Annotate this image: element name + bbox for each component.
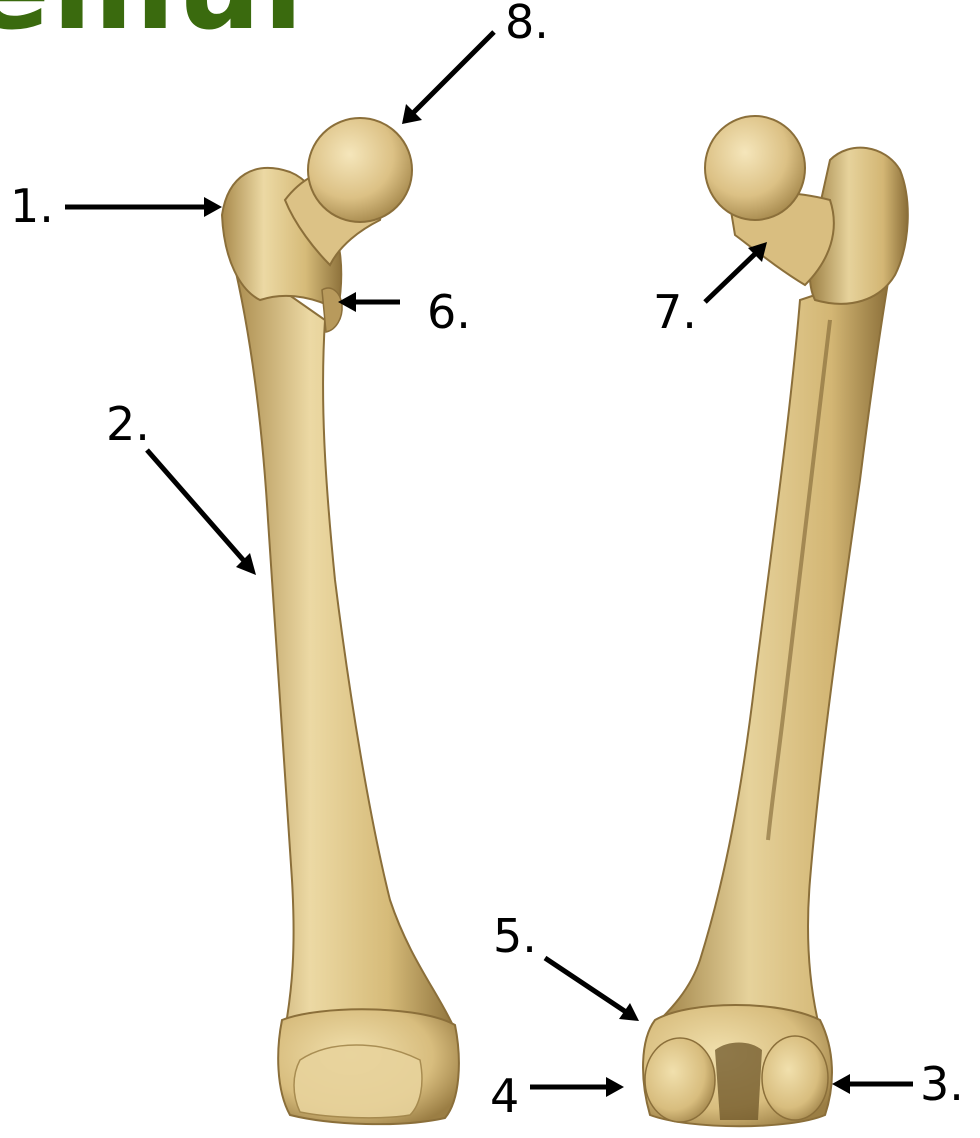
femur-anterior-head [308,118,412,222]
femur-anterior-shaft [232,255,455,1030]
femur-posterior-head [705,116,805,220]
label-8: 8. [505,0,549,49]
label-7: 7. [653,285,697,339]
femur-posterior [643,116,908,1126]
label-4: 4 [490,1069,519,1123]
femur-posterior-shaft [655,270,890,1030]
label-5: 5. [493,909,537,963]
label-3: 3. [920,1057,964,1111]
label-1-pointer [65,197,222,217]
label-8-pointer [402,32,494,124]
femur-posterior-lateral-condyle [762,1036,828,1120]
label-4-pointer [530,1077,624,1097]
label-6-pointer [338,292,400,312]
diagram-title: emur [0,0,323,56]
femur-posterior-medial-condyle [645,1038,715,1122]
femur-anterior-patellar-surface [294,1045,422,1118]
label-6: 6. [427,285,471,339]
label-7-pointer [705,242,767,302]
femur-anterior-lesser-trochanter [322,288,342,332]
label-2-pointer [147,450,256,575]
femur-anterior [222,118,459,1124]
label-2: 2. [106,397,150,451]
label-5-pointer [545,958,639,1021]
femur-posterior-intercondylar-fossa [715,1043,762,1121]
label-3-pointer [832,1074,913,1094]
label-1: 1. [10,179,54,233]
